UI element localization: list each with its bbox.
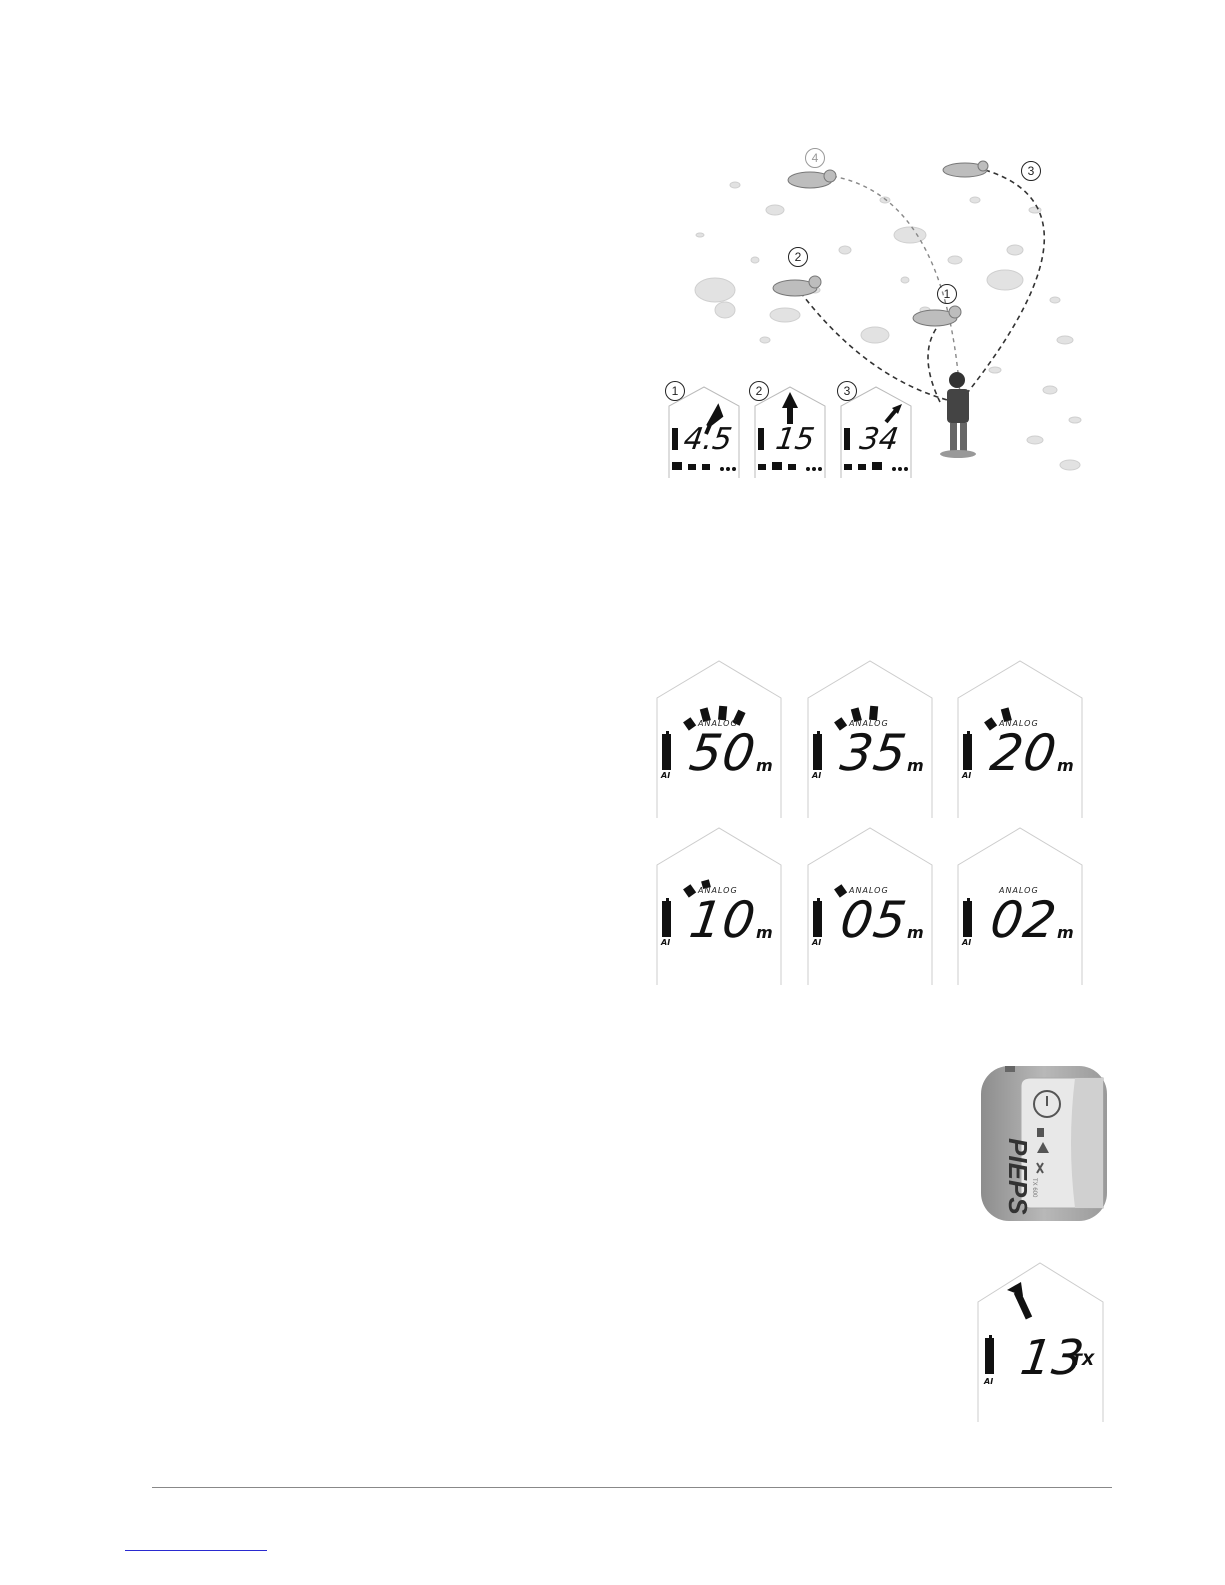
marker-1: 1	[937, 284, 957, 304]
small-display-2-distance: 15	[774, 422, 817, 457]
tx-suffix: TX	[1071, 1350, 1094, 1369]
small-display-1-distance: 4.5	[682, 422, 735, 457]
small-display-3-distance: 34	[858, 422, 901, 457]
distance-value: 50	[686, 724, 760, 782]
distance-unit: m	[1057, 756, 1074, 775]
footer-link-underline[interactable]	[125, 1550, 267, 1551]
footer-rule	[152, 1487, 1112, 1488]
distance-value: 10	[686, 891, 760, 949]
distance-value: 20	[987, 724, 1061, 782]
searcher-figure	[940, 372, 976, 458]
marker-4: 4	[805, 148, 825, 168]
pieps-device-photo: PIEPS TX 600	[975, 1058, 1107, 1228]
battery-icon	[963, 901, 972, 937]
small-display-2: 15	[754, 386, 826, 478]
small-display-1: 4.5	[668, 386, 740, 478]
device-model-text: TX 600	[1031, 1178, 1037, 1197]
marker-2: 2	[788, 247, 808, 267]
battery-label: AI	[962, 938, 971, 947]
battery-label: AI	[812, 771, 821, 780]
tx-display: AI 13 TX	[977, 1262, 1104, 1422]
distance-unit: m	[756, 923, 773, 942]
distance-unit: m	[1057, 923, 1074, 942]
device-brand-text: PIEPS	[1002, 1138, 1033, 1228]
battery-label: AI	[962, 771, 971, 780]
tx-battery-icon	[985, 1338, 994, 1374]
tx-battery-label: AI	[984, 1377, 993, 1386]
battery-icon	[963, 734, 972, 770]
marker-3: 3	[1021, 161, 1041, 181]
small-display-3: 34	[840, 386, 912, 478]
distance-unit: m	[907, 923, 924, 942]
distance-value: 35	[837, 724, 911, 782]
distance-unit: m	[756, 756, 773, 775]
battery-icon	[662, 901, 671, 937]
distance-value: 05	[837, 891, 911, 949]
battery-icon	[813, 901, 822, 937]
battery-icon	[662, 734, 671, 770]
battery-label: AI	[661, 771, 670, 780]
battery-label: AI	[661, 938, 670, 947]
distance-unit: m	[907, 756, 924, 775]
battery-icon	[813, 734, 822, 770]
battery-label: AI	[812, 938, 821, 947]
distance-value: 02	[987, 891, 1061, 949]
